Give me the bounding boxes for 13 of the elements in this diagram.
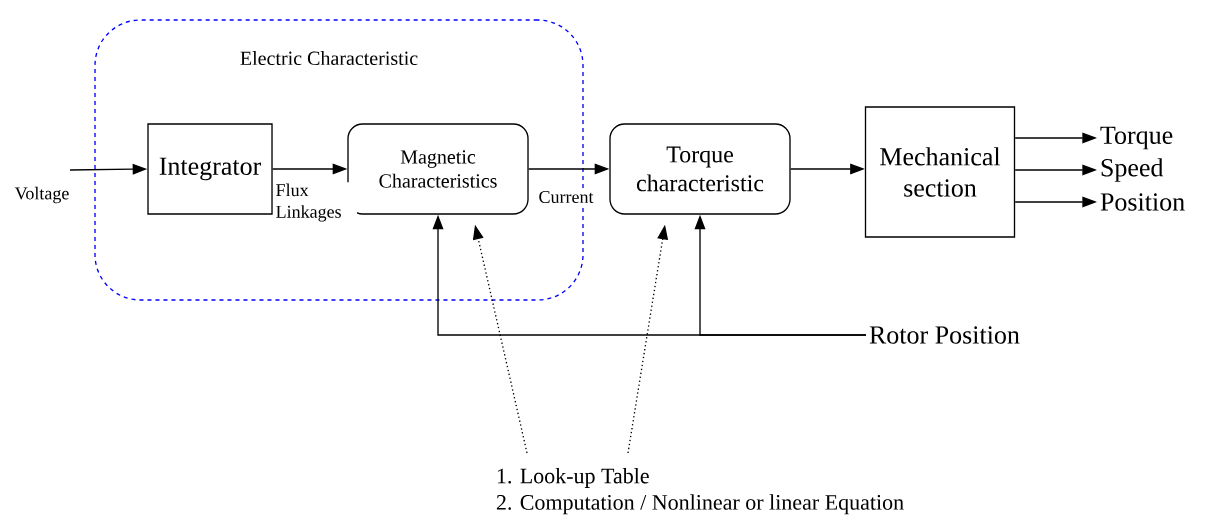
edge-label: Voltage: [13, 185, 71, 205]
group-heading: Electric Characteristic: [240, 50, 418, 66]
block-box: Mechanical section: [864, 106, 1016, 238]
rounded-block-box: Torque characteristic: [609, 123, 791, 215]
block-box: Integrator: [147, 123, 273, 215]
signal-text: Position: [1100, 193, 1185, 211]
edge-label: Flux Linkages: [274, 182, 357, 223]
signal-text: Rotor Position: [869, 326, 1020, 344]
rounded-block-box: Magnetic Characteristics: [347, 123, 529, 215]
signal-text: Speed: [1101, 158, 1164, 182]
edge-label: Current: [537, 189, 595, 205]
note-text: 1. Look-up Table 2. Computation / Nonlinear or linear Equation: [496, 467, 904, 515]
signal-text: Torque: [1100, 126, 1173, 150]
